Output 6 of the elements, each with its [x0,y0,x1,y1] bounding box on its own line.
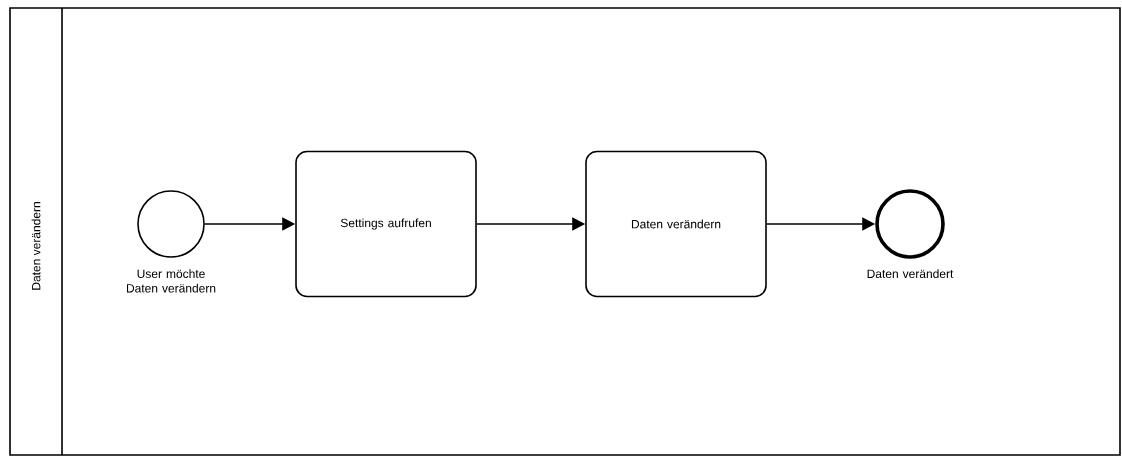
end-event-circle [875,189,945,259]
start-event-circle [137,190,205,258]
event-label: Daten verändert [867,269,954,278]
task-box: Settings aufrufen [295,150,477,298]
event-label: User möchte Daten verändern [126,269,216,293]
task-box: Daten verändern [585,150,767,298]
